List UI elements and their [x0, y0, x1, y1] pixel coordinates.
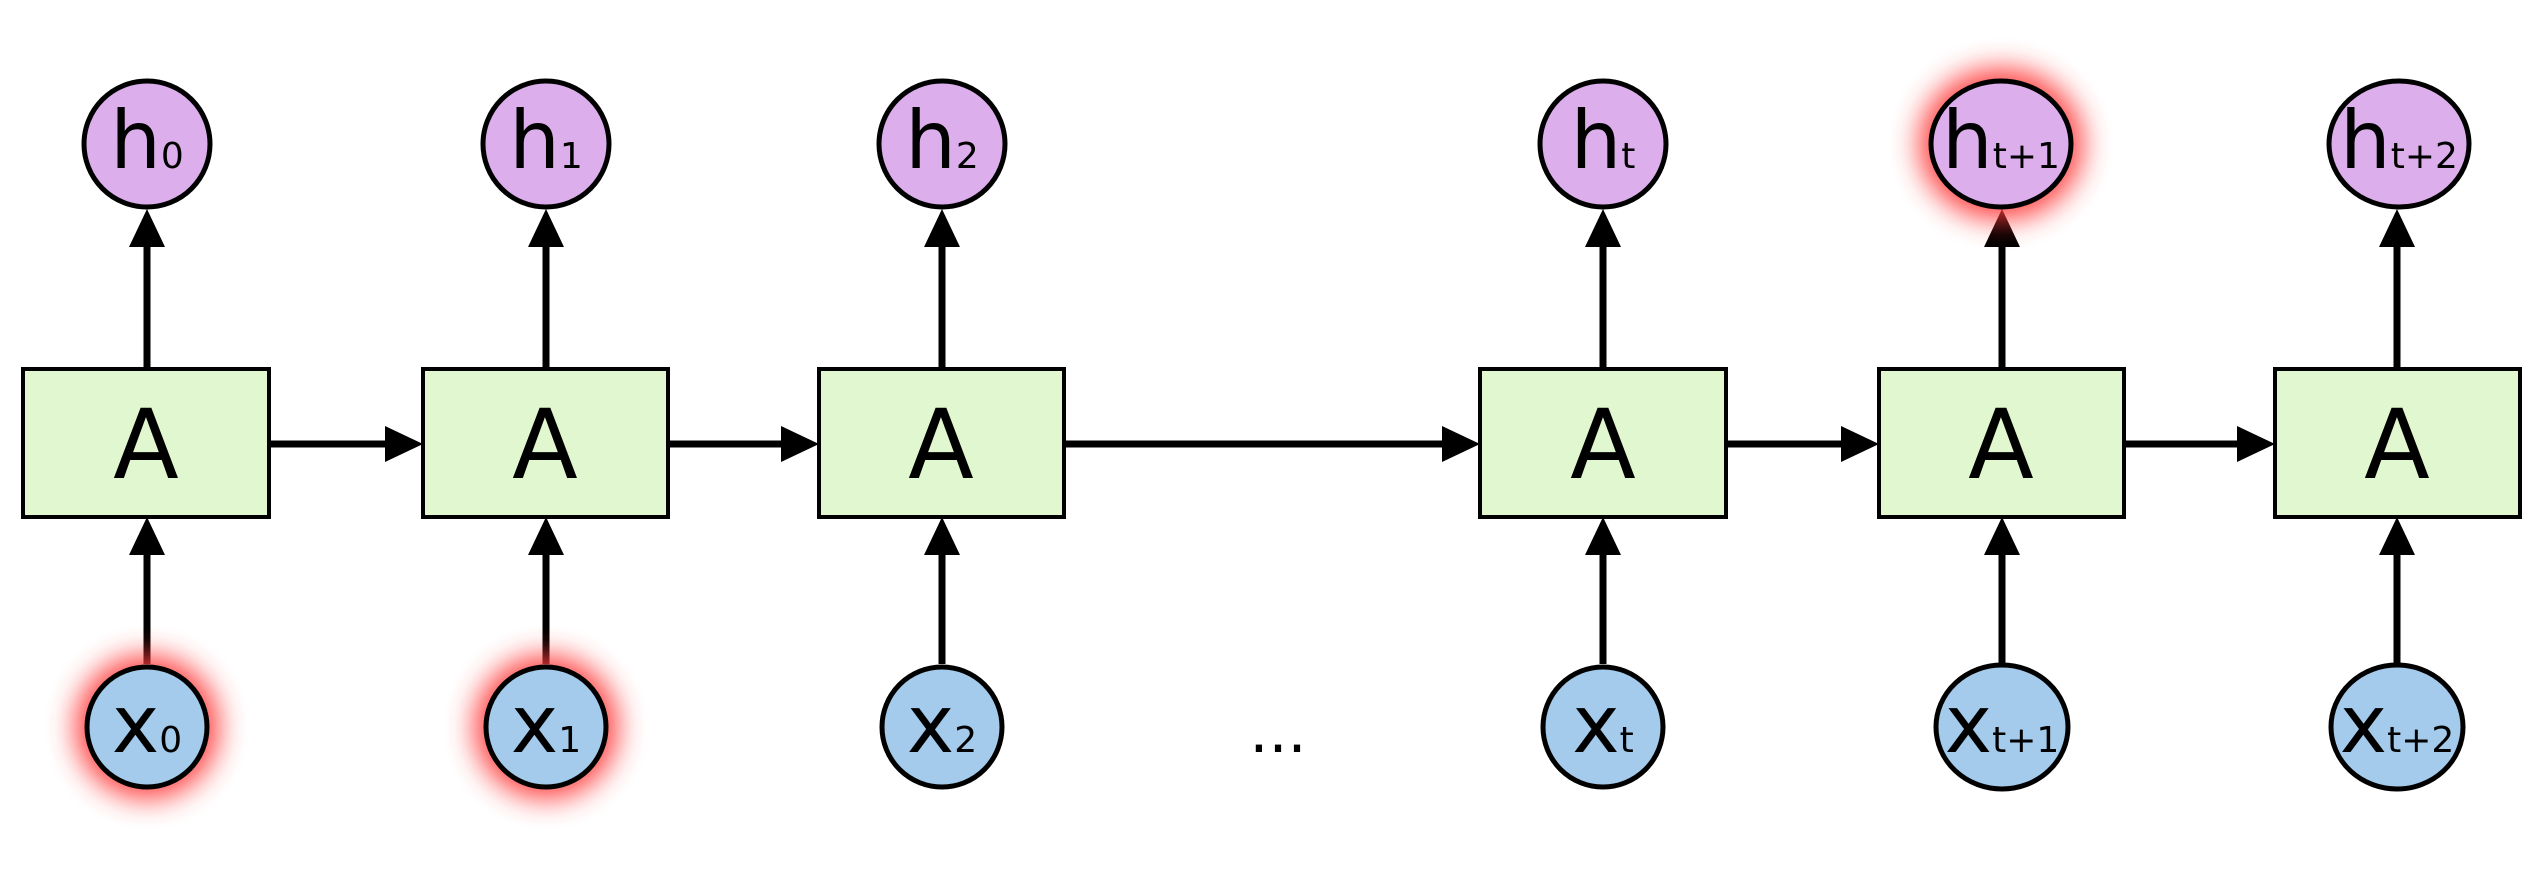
output-node-h1 — [480, 78, 612, 210]
timestep-0: x0 A h0 — [21, 78, 271, 799]
recurrent-arrow-1 — [670, 426, 819, 462]
rnn-cell-label-1: A — [512, 389, 578, 501]
rnn-cell-2 — [817, 367, 1066, 519]
output-label-ht1: ht+1 — [1942, 94, 2060, 187]
output-node-ht — [1537, 78, 1669, 210]
input-label-x0: x0 — [112, 678, 182, 771]
input-node-xt1 — [1933, 662, 2071, 792]
timestep-2: x2 A h2 — [817, 78, 1066, 790]
recurrent-arrow-3 — [1728, 426, 1879, 462]
input-arrow-0 — [129, 517, 165, 664]
output-label-h0: h0 — [110, 94, 184, 187]
timestep-t-plus-1: xt+1 A ht+1 — [1877, 68, 2126, 792]
output-arrow-1 — [528, 209, 564, 369]
output-arrow-3 — [1585, 209, 1621, 369]
output-arrow-4 — [1984, 209, 2020, 369]
rnn-cell-label-0: A — [113, 389, 179, 501]
rnn-cell-label-t: A — [1570, 389, 1636, 501]
output-node-h0 — [81, 78, 213, 210]
output-arrow-0 — [129, 209, 165, 369]
rnn-cell-0 — [21, 367, 271, 519]
rnn-cell-t1 — [1877, 367, 2126, 519]
output-label-ht: ht — [1571, 94, 1636, 187]
input-node-xt2 — [2328, 662, 2466, 792]
input-node-x2 — [879, 664, 1005, 790]
output-node-h2 — [876, 78, 1008, 210]
output-arrow-2 — [924, 209, 960, 369]
timestep-t-plus-2: xt+2 A ht+2 — [2273, 78, 2522, 792]
rnn-cell-label-t2: A — [2364, 389, 2430, 501]
timestep-t: xt A ht — [1478, 78, 1728, 790]
input-node-x0 — [84, 664, 210, 790]
input-arrow-2 — [924, 517, 960, 664]
rnn-cell-t — [1478, 367, 1728, 519]
output-label-h1: h1 — [509, 94, 583, 187]
input-node-xt — [1540, 664, 1666, 790]
input-arrow-4 — [1984, 517, 2020, 664]
output-node-ht1 — [1928, 78, 2074, 210]
ellipsis-label: ... — [1249, 697, 1306, 767]
input-label-xt: xt — [1572, 678, 1633, 771]
input-arrow-5 — [2379, 517, 2415, 664]
input-node-x1 — [483, 664, 609, 790]
output-label-ht2: ht+2 — [2340, 94, 2458, 187]
rnn-cell-1 — [421, 367, 670, 519]
output-label-h2: h2 — [905, 94, 979, 187]
rnn-cell-t2 — [2273, 367, 2522, 519]
recurrent-arrow-0 — [271, 426, 423, 462]
rnn-cell-label-t1: A — [1968, 389, 2034, 501]
input-label-xt1: xt+1 — [1945, 678, 2060, 771]
rnn-cell-label-2: A — [908, 389, 974, 501]
input-arrow-3 — [1585, 517, 1621, 664]
timestep-1: x1 A h1 — [421, 78, 670, 799]
arrows-layer — [129, 209, 2415, 664]
input-arrow-1 — [528, 517, 564, 664]
input-label-x1: x1 — [511, 678, 581, 771]
recurrent-arrow-2 — [1066, 426, 1480, 462]
recurrent-arrow-4 — [2126, 426, 2275, 462]
input-label-x2: x2 — [907, 678, 977, 771]
input-label-xt2: xt+2 — [2340, 678, 2455, 771]
output-node-ht2 — [2326, 78, 2472, 210]
output-arrow-5 — [2379, 209, 2415, 369]
